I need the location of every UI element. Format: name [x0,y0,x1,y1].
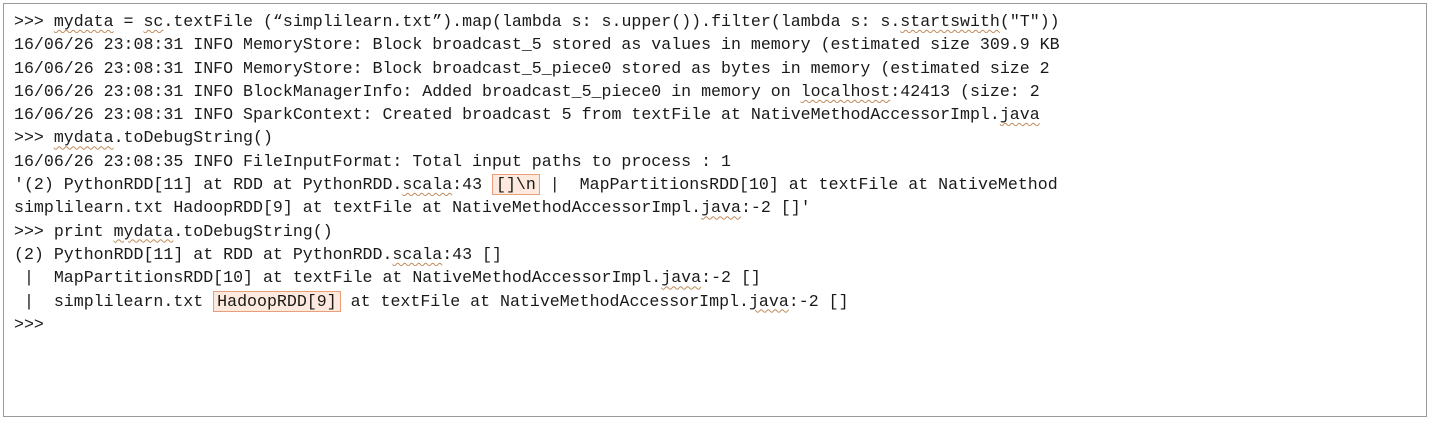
spellcheck-flagged-word: mydata [53,12,114,31]
console-text: 16/06/26 23:08:31 INFO SparkContext: Cre… [14,105,1000,125]
console-line: >>> [4,313,1426,336]
console-text: .toDebugString() [173,221,333,241]
console-text: >>> [14,12,54,31]
spellcheck-flagged-word: mydata [113,221,174,241]
console-text: >>> [14,128,54,148]
console-text: at textFile at NativeMethodAccessorImpl. [340,291,749,311]
spellcheck-flagged-word: java [661,268,702,288]
spellcheck-flagged-word: scala [402,175,453,195]
spellcheck-flagged-word: java [748,291,789,311]
console-line: | simplilearn.txt HadoopRDD[9] at textFi… [4,290,1426,313]
console-text: | MapPartitionsRDD[10] at textFile at Na… [14,268,662,288]
console-text: = [113,12,144,31]
spellcheck-flagged-word: sc [143,12,164,31]
console-text: 16/06/26 23:08:31 INFO MemoryStore: Bloc… [14,58,1050,78]
highlighted-token: HadoopRDD[9] [213,290,341,312]
spellcheck-flagged-word: scala [392,244,443,264]
console-text: .textFile (“simplilearn.txt”).map(lambda… [163,12,901,31]
console-line: >>> print mydata.toDebugString() [4,220,1426,243]
console-line: 16/06/26 23:08:31 INFO BlockManagerInfo:… [4,80,1426,103]
spellcheck-flagged-word: java [701,198,741,218]
console-text: ("T")) [999,12,1060,31]
console-text: :-2 []' [740,198,811,218]
console-line: >>> mydata.toDebugString() [4,126,1426,149]
console-text: >>> print [14,221,114,241]
console-text: :-2 [] [701,268,761,288]
console-text: | simplilearn.txt [14,291,214,311]
spellcheck-flagged-word: startswith [900,12,1000,31]
console-text: :-2 [] [788,291,849,311]
console-text: 16/06/26 23:08:31 INFO MemoryStore: Bloc… [14,35,1060,55]
console-line: >>> mydata = sc.textFile (“simplilearn.t… [4,10,1426,33]
console-text: .toDebugString() [113,128,273,148]
console-text: 16/06/26 23:08:35 INFO FileInputFormat: … [14,151,731,171]
console-line: simplilearn.txt HadoopRDD[9] at textFile… [4,196,1426,219]
console-line: 16/06/26 23:08:35 INFO FileInputFormat: … [4,150,1426,173]
console-text: '(2) PythonRDD[11] at RDD at PythonRDD. [14,175,403,195]
console-line: 16/06/26 23:08:31 INFO MemoryStore: Bloc… [4,33,1426,56]
console-text: | MapPartitionsRDD[10] at textFile at Na… [539,175,1058,195]
console-line: (2) PythonRDD[11] at RDD at PythonRDD.sc… [4,243,1426,266]
console-line: '(2) PythonRDD[11] at RDD at PythonRDD.s… [4,173,1426,196]
terminal-output[interactable]: >>> mydata = sc.textFile (“simplilearn.t… [3,3,1427,417]
console-text: (2) PythonRDD[11] at RDD at PythonRDD. [14,244,393,264]
console-text: simplilearn.txt HadoopRDD[9] at textFile… [14,198,702,218]
console-text: >>> [14,314,44,334]
console-text: :43 [] [442,244,502,264]
console-text: :43 [452,175,492,195]
console-line: 16/06/26 23:08:31 INFO MemoryStore: Bloc… [4,57,1426,80]
highlighted-token: []\n [492,174,540,196]
spellcheck-flagged-word: java [999,105,1040,125]
console-line: 16/06/26 23:08:31 INFO SparkContext: Cre… [4,103,1426,126]
console-text: 16/06/26 23:08:31 INFO BlockManagerInfo:… [14,81,801,101]
spellcheck-flagged-word: localhost [800,81,891,101]
console-line: | MapPartitionsRDD[10] at textFile at Na… [4,266,1426,289]
console-text: :42413 (size: 2 [890,81,1040,101]
spellcheck-flagged-word: mydata [53,128,114,148]
